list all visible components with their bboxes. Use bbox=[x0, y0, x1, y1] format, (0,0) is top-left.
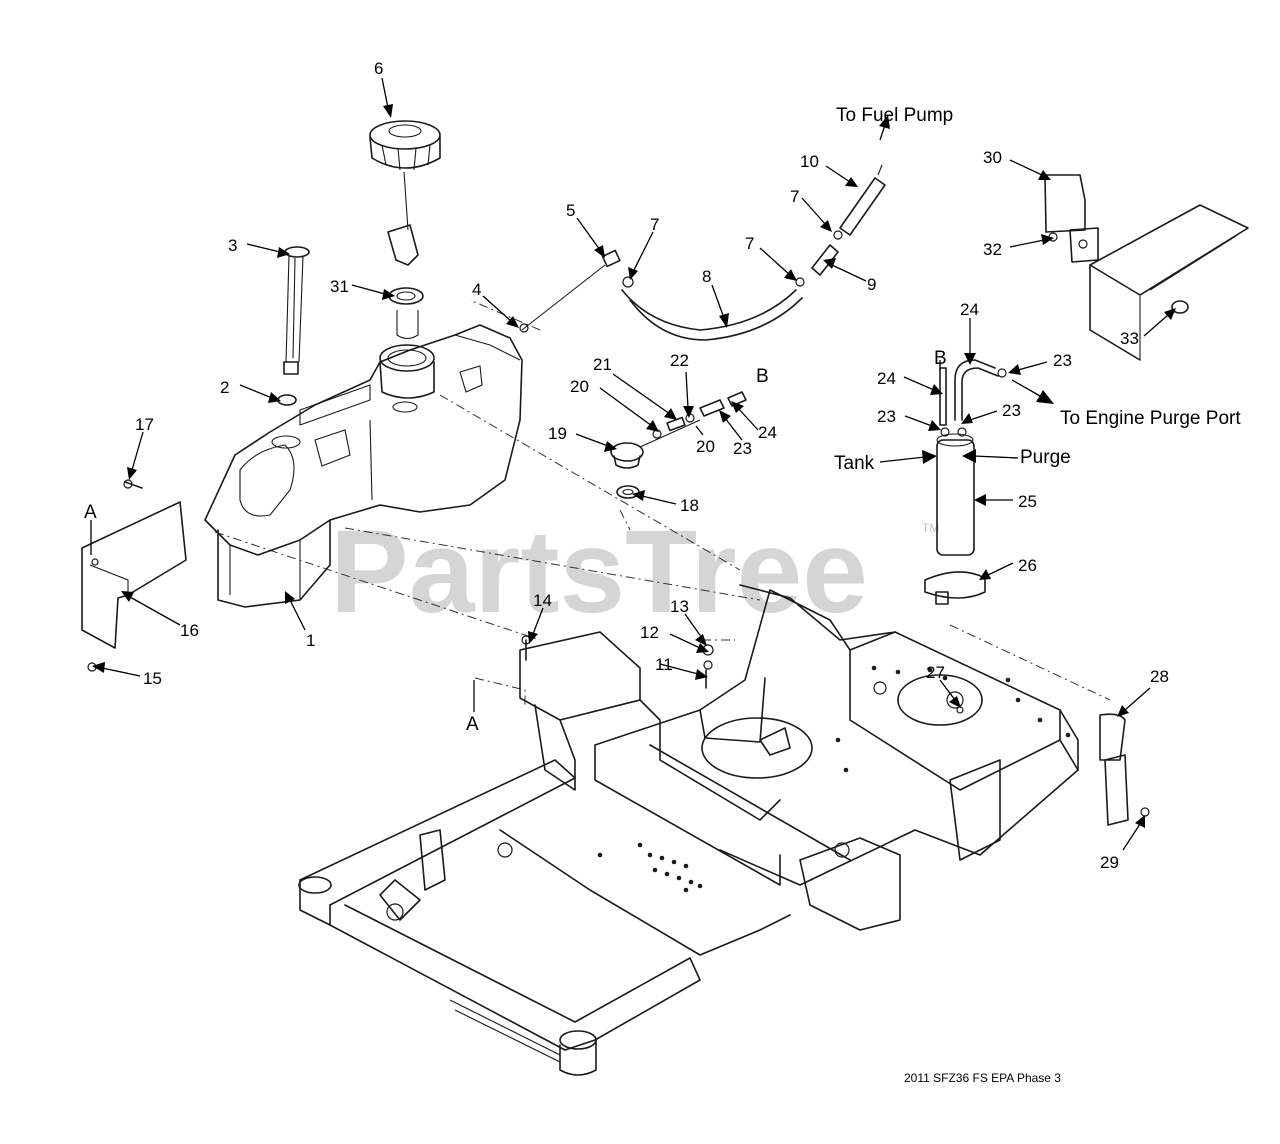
diagram-footer: 2011 SFZ36 FS EPA Phase 3 bbox=[904, 1071, 1061, 1085]
callout-3: 3 bbox=[228, 236, 237, 255]
callout-15: 15 bbox=[143, 669, 162, 688]
assembly-lines bbox=[214, 299, 1111, 708]
watermark-tm: TM bbox=[922, 521, 939, 535]
callout-29: 29 bbox=[1100, 853, 1119, 872]
callout-5: 5 bbox=[566, 201, 575, 220]
callout-28: 28 bbox=[1150, 667, 1169, 686]
callout-19: 19 bbox=[548, 424, 567, 443]
callout-23b: 23 bbox=[1053, 351, 1072, 370]
frame-holes bbox=[597, 665, 1071, 893]
callout-12: 12 bbox=[640, 623, 659, 642]
callout-7a: 7 bbox=[650, 215, 659, 234]
routing-notes: To Fuel Pump To Engine Purge Port Tank P… bbox=[834, 105, 1241, 474]
callout-24c: 24 bbox=[960, 300, 979, 319]
rollover-valve bbox=[610, 391, 747, 499]
callout-14: 14 bbox=[533, 591, 552, 610]
callout-8: 8 bbox=[702, 267, 711, 286]
heat-shield bbox=[1044, 174, 1249, 361]
view-ref-b-canister: B bbox=[934, 348, 947, 369]
fuel-cap bbox=[369, 120, 441, 266]
callout-20a: 20 bbox=[570, 377, 589, 396]
callout-33: 33 bbox=[1120, 329, 1139, 348]
callout-7c: 7 bbox=[790, 187, 799, 206]
mower-frame bbox=[298, 584, 1150, 1076]
callout-25: 25 bbox=[1018, 492, 1037, 511]
note-to-engine-purge-port: To Engine Purge Port bbox=[1060, 408, 1241, 429]
callout-23d: 23 bbox=[1002, 401, 1021, 420]
fuel-sender bbox=[277, 246, 310, 406]
callouts: 1 2 3 4 5 6 7 7 7 8 9 10 11 12 13 14 15 … bbox=[135, 59, 1169, 872]
vent-hoses bbox=[519, 164, 886, 341]
note-to-fuel-pump: To Fuel Pump bbox=[836, 105, 953, 126]
fuel-tank bbox=[204, 324, 523, 608]
callout-17: 17 bbox=[135, 415, 154, 434]
watermark: PartsTree bbox=[330, 506, 868, 638]
note-tank: Tank bbox=[834, 453, 875, 474]
view-ref-a-frame: A bbox=[466, 714, 479, 735]
callout-7b: 7 bbox=[745, 234, 754, 253]
callout-24a: 24 bbox=[758, 423, 777, 442]
callout-2: 2 bbox=[220, 378, 229, 397]
callout-23a: 23 bbox=[733, 439, 752, 458]
callout-31: 31 bbox=[330, 277, 349, 296]
carbon-canister bbox=[924, 359, 1007, 605]
callout-27: 27 bbox=[926, 663, 945, 682]
callout-9: 9 bbox=[867, 275, 876, 294]
view-references: A A B B bbox=[84, 348, 947, 735]
callout-4: 4 bbox=[472, 280, 481, 299]
callout-24b: 24 bbox=[877, 369, 896, 388]
note-purge: Purge bbox=[1020, 447, 1071, 468]
callout-22: 22 bbox=[670, 351, 689, 370]
callout-26: 26 bbox=[1018, 556, 1037, 575]
callout-21: 21 bbox=[593, 355, 612, 374]
left-shield bbox=[81, 479, 187, 672]
callout-32: 32 bbox=[983, 240, 1002, 259]
view-ref-b-hose: B bbox=[756, 366, 769, 387]
callout-11: 11 bbox=[655, 655, 673, 674]
callout-6: 6 bbox=[374, 59, 383, 78]
callout-18: 18 bbox=[680, 496, 699, 515]
view-ref-a-left: A bbox=[84, 502, 97, 523]
leaders bbox=[90, 77, 1176, 851]
callout-10: 10 bbox=[800, 152, 819, 171]
callout-30: 30 bbox=[983, 148, 1002, 167]
callout-1: 1 bbox=[306, 631, 315, 650]
callout-20b: 20 bbox=[696, 437, 715, 456]
callout-13: 13 bbox=[670, 597, 689, 616]
callout-16: 16 bbox=[180, 621, 199, 640]
callout-23c: 23 bbox=[877, 407, 896, 426]
